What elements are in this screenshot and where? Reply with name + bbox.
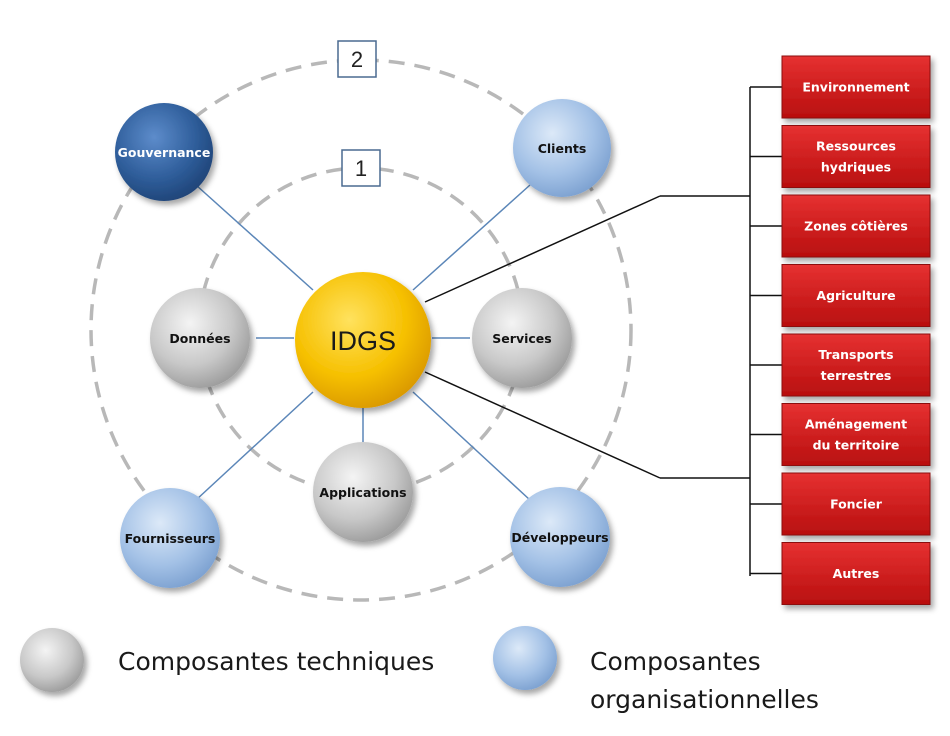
organizational-circle xyxy=(513,99,611,197)
domain-ticks xyxy=(750,86,782,575)
outer-ring xyxy=(89,58,633,602)
center-circle xyxy=(295,272,431,408)
domain-box: Foncier xyxy=(781,472,931,536)
domain-box-bg xyxy=(781,333,931,397)
svg-text:Données: Données xyxy=(169,331,230,346)
node-clients: Clients xyxy=(513,99,611,197)
node-idgs: IDGS xyxy=(295,272,431,408)
technical-circle xyxy=(472,288,572,388)
svg-text:Développeurs: Développeurs xyxy=(511,530,608,545)
technical-circle xyxy=(313,442,413,542)
domain-box: Agriculture xyxy=(781,264,931,327)
domain-label: Zones côtières xyxy=(804,219,908,234)
domain-box: Aménagement du territoire xyxy=(781,403,931,466)
technical-circle xyxy=(150,288,250,388)
svg-text:2: 2 xyxy=(351,47,363,72)
domain-label: hydriques xyxy=(821,160,891,175)
legend-organizational-label-line2: organisationnelles xyxy=(590,685,819,714)
svg-text:IDGS: IDGS xyxy=(330,326,396,356)
node-services: Services xyxy=(472,288,572,388)
svg-text:Applications: Applications xyxy=(319,485,406,500)
node-fournisseurs: Fournisseurs xyxy=(120,488,220,588)
legend-organizational-label-line1: Composantes xyxy=(590,647,761,676)
legend-technical-label: Composantes techniques xyxy=(118,647,435,676)
svg-text:Fournisseurs: Fournisseurs xyxy=(125,531,216,546)
domain-box-bg xyxy=(781,403,931,466)
domain-box: Autres xyxy=(781,542,931,605)
node-gouvernance: Gouvernance xyxy=(115,103,213,201)
node-developpeurs: Développeurs xyxy=(510,487,610,587)
organizational-circle xyxy=(510,487,610,587)
domain-label: terrestres xyxy=(821,368,892,383)
node-donnees: Données xyxy=(150,288,250,388)
domain-connectors xyxy=(424,87,751,576)
domain-label: Agriculture xyxy=(816,288,895,303)
domain-label: du territoire xyxy=(813,438,900,453)
spokes xyxy=(195,184,531,501)
domain-label: Foncier xyxy=(830,497,883,512)
svg-text:Clients: Clients xyxy=(538,141,587,156)
domain-box-bg xyxy=(781,472,931,536)
legend-organizational-swatch xyxy=(493,626,557,690)
domain-label: Aménagement xyxy=(805,417,907,432)
organizational-circle xyxy=(120,488,220,588)
node-applications: Applications xyxy=(313,442,413,542)
domain-box: Zones côtières xyxy=(781,194,931,258)
domain-box: Ressources hydriques xyxy=(781,125,931,188)
domain-box-bg xyxy=(781,55,931,119)
legend-technical-swatch xyxy=(20,628,84,692)
organizational-circle-dark xyxy=(115,103,213,201)
domain-box: Transports terrestres xyxy=(781,333,931,397)
domain-box-bg xyxy=(781,194,931,258)
domain-box-bg xyxy=(781,542,931,605)
domain-box-bg xyxy=(781,125,931,188)
inner-ring-label: 1 xyxy=(341,149,381,187)
svg-text:Gouvernance: Gouvernance xyxy=(118,145,211,160)
outer-ring-label: 2 xyxy=(337,40,377,78)
domain-box: Environnement xyxy=(781,55,931,119)
svg-text:1: 1 xyxy=(355,156,367,181)
domain-box-bg xyxy=(781,264,931,327)
domain-label: Autres xyxy=(833,566,880,581)
domain-label: Ressources xyxy=(816,139,896,154)
domain-label: Environnement xyxy=(802,80,909,95)
svg-text:Services: Services xyxy=(492,331,551,346)
domain-label: Transports xyxy=(818,347,893,362)
